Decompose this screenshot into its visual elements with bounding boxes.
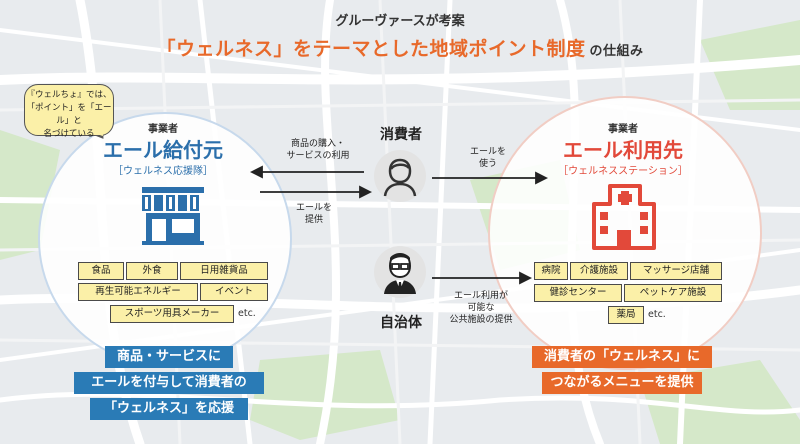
arrow-facility-line-3: 公共施設の提供 bbox=[449, 315, 513, 325]
government-official-icon bbox=[384, 252, 416, 294]
arrow-facility-line-1: エール利用が bbox=[453, 291, 508, 301]
header-title-main: 「ウェルネス」をテーマとした地域ポイント制度 bbox=[156, 38, 586, 60]
right-chip-massage: マッサージ店舗 bbox=[630, 262, 722, 280]
left-sub: ［ウェルネス応援隊］ bbox=[113, 166, 213, 177]
left-chip-goods: 日用雑貨品 bbox=[180, 262, 268, 280]
consumer-icon bbox=[383, 158, 417, 197]
arrow-use-text: エールを 使う bbox=[458, 146, 518, 170]
arrow-grant-line-2: 提供 bbox=[304, 215, 323, 225]
arrow-facility-text: エール利用が 可能な 公共施設の提供 bbox=[436, 290, 526, 326]
store-icon bbox=[142, 187, 204, 245]
hospital-icon bbox=[592, 184, 656, 250]
right-chip-hospital: 病院 bbox=[534, 262, 568, 280]
bubble-line-3: 名づけている bbox=[43, 129, 95, 139]
arrow-facility-line-2: 可能な bbox=[467, 303, 495, 313]
left-chip-dining: 外食 bbox=[126, 262, 178, 280]
right-band-2: つながるメニューを提供 bbox=[542, 372, 702, 394]
government-label: 自治体 bbox=[380, 315, 422, 331]
arrow-purchase-line-1: 商品の購入・ bbox=[290, 139, 345, 149]
arrow-use-line-2: 使う bbox=[478, 159, 497, 169]
left-chip-sports: スポーツ用具メーカー bbox=[110, 305, 234, 323]
left-role: 事業者 bbox=[148, 124, 178, 135]
left-chip-energy: 再生可能エネルギー bbox=[78, 283, 198, 301]
right-sub: ［ウェルネスステーション］ bbox=[558, 166, 688, 177]
right-band-1: 消費者の「ウェルネス」に bbox=[532, 346, 712, 368]
header-subtitle: グルーヴァースが考案 bbox=[335, 14, 465, 29]
left-band-2: エールを付与して消費者の bbox=[74, 372, 264, 394]
header-title-suffix: の仕組み bbox=[589, 44, 644, 59]
left-etc: etc. bbox=[238, 308, 256, 319]
left-band-3: 「ウェルネス」を応援 bbox=[90, 398, 248, 420]
left-name: エール給付元 bbox=[103, 138, 223, 162]
right-chip-pharmacy: 薬局 bbox=[608, 306, 644, 324]
left-chip-event: イベント bbox=[200, 283, 268, 301]
right-chip-petcare: ペットケア施設 bbox=[624, 284, 722, 302]
right-name: エール利用先 bbox=[563, 138, 683, 162]
left-chip-food: 食品 bbox=[78, 262, 124, 280]
right-chip-care: 介護施設 bbox=[570, 262, 628, 280]
right-chip-checkup: 健診センター bbox=[534, 284, 622, 302]
arrow-use-line-1: エールを bbox=[469, 147, 506, 157]
arrow-purchase-line-2: サービスの利用 bbox=[286, 151, 350, 161]
right-role: 事業者 bbox=[608, 124, 638, 135]
consumer-avatar bbox=[374, 150, 426, 202]
header-title: 「ウェルネス」をテーマとした地域ポイント制度の仕組み bbox=[0, 34, 800, 61]
arrow-purchase-text: 商品の購入・ サービスの利用 bbox=[278, 138, 358, 162]
left-band-1: 商品・サービスに bbox=[105, 346, 233, 368]
bubble-line-1: 『ウェルちょ』では、 bbox=[26, 90, 112, 100]
bubble-line-2: 「ポイント」を「エール」と bbox=[26, 103, 112, 126]
consumer-label: 消費者 bbox=[380, 127, 422, 143]
naming-bubble: 『ウェルちょ』では、 「ポイント」を「エール」と 名づけている bbox=[24, 84, 114, 139]
right-etc: etc. bbox=[648, 309, 666, 320]
arrow-grant-line-1: エールを bbox=[295, 203, 332, 213]
arrow-grant-text: エールを 提供 bbox=[284, 202, 344, 226]
